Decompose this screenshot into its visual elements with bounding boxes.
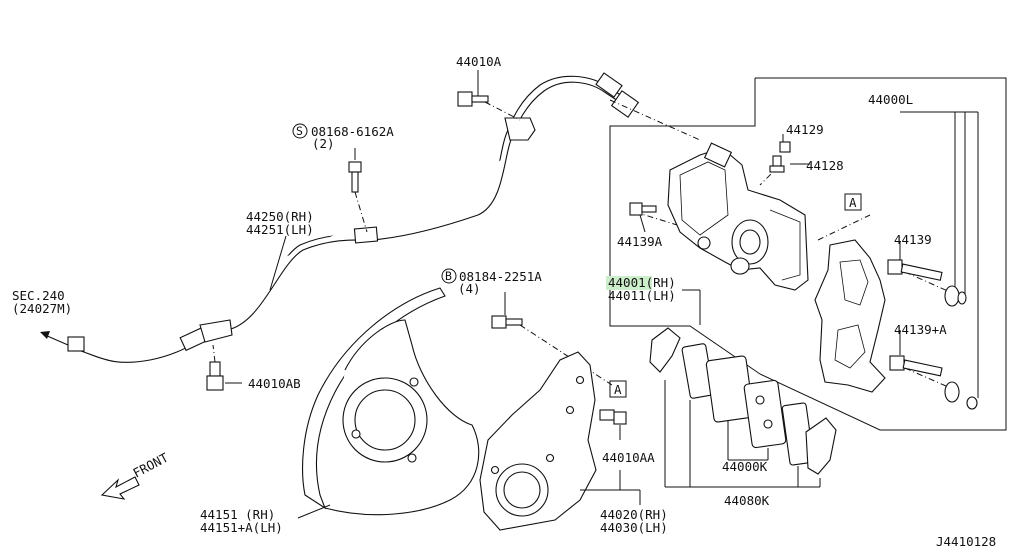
guide-pin-44139-icon: [887, 259, 967, 307]
bolt-44139a-icon: [629, 202, 657, 216]
ref-a-upper-text: A: [849, 195, 857, 210]
guide-pin-44139a-icon: [889, 355, 978, 410]
diagram-id: J4410128: [936, 534, 996, 549]
bleeder-cap-44129-icon: [779, 141, 791, 153]
svg-text:B: B: [445, 269, 452, 283]
label-44151[interactable]: 44151 (RH): [200, 507, 275, 522]
reference-box-a-upper: A: [844, 193, 862, 211]
label-44020[interactable]: 44020(RH): [600, 507, 668, 522]
ref-a-lower-text: A: [614, 382, 622, 397]
label-08168-6162a[interactable]: 08168-6162A: [311, 124, 394, 139]
label-44250[interactable]: 44250(RH): [246, 209, 314, 224]
label-44139a[interactable]: 44139A: [617, 234, 663, 249]
part-labels: 44010A 08168-6162A (2) 44250(RH) 44251(L…: [12, 54, 996, 549]
label-24027m[interactable]: (24027M): [12, 301, 72, 316]
bolt-44010ab-icon: [206, 361, 224, 391]
label-44139[interactable]: 44139: [894, 232, 932, 247]
label-44010ab[interactable]: 44010AB: [248, 376, 301, 391]
torque-member-bracket[interactable]: [814, 239, 886, 393]
dust-shield-44151[interactable]: [302, 287, 480, 516]
bolt-44010aa-icon: [599, 409, 627, 425]
bleeder-screw-44128-icon: [769, 155, 785, 173]
pad-leader-lines: [664, 380, 821, 488]
label-44080k[interactable]: 44080K: [724, 493, 770, 508]
label-44251[interactable]: 44251(LH): [246, 222, 314, 237]
brake-pad-kit[interactable]: [649, 327, 837, 475]
label-leader-lines: [225, 70, 901, 519]
label-44011[interactable]: 44011(LH): [608, 288, 676, 303]
caliper-assembly-outline: [609, 77, 1007, 431]
label-44030[interactable]: 44030(LH): [600, 520, 668, 535]
label-44010aa[interactable]: 44010AA: [602, 450, 655, 465]
sec240-arrow: [40, 331, 69, 346]
circle-s-icon: S: [292, 123, 308, 139]
label-44001[interactable]: 44001(RH): [608, 275, 676, 290]
label-44000k[interactable]: 44000K: [722, 459, 768, 474]
front-label: FRONT: [130, 450, 171, 481]
front-direction-arrow: FRONT: [100, 450, 171, 500]
label-08184-2251a[interactable]: 08184-2251A: [459, 269, 542, 284]
highlight-44001: [606, 276, 652, 290]
bolt-08184-icon: [491, 315, 523, 329]
label-44000l[interactable]: 44000L: [868, 92, 913, 107]
label-44010a[interactable]: 44010A: [456, 54, 502, 69]
bolt-08168-icon: [348, 161, 362, 193]
bolt-44010a-icon: [457, 91, 489, 107]
label-44129[interactable]: 44129: [786, 122, 824, 137]
label-44139plusa[interactable]: 44139+A: [894, 322, 947, 337]
anchor-plate-44020[interactable]: [479, 351, 597, 531]
label-44151plusa[interactable]: 44151+A(LH): [200, 520, 283, 535]
svg-text:S: S: [296, 124, 303, 138]
label-sec240[interactable]: SEC.240: [12, 288, 65, 303]
label-08184-qty: (4): [458, 281, 481, 296]
brake-cable[interactable]: [67, 72, 640, 363]
reference-box-a-lower: A: [609, 380, 627, 398]
circle-b-icon: B: [441, 268, 457, 284]
label-44128[interactable]: 44128: [806, 158, 844, 173]
caliper-body[interactable]: [667, 142, 809, 291]
label-08168-qty: (2): [312, 136, 335, 151]
